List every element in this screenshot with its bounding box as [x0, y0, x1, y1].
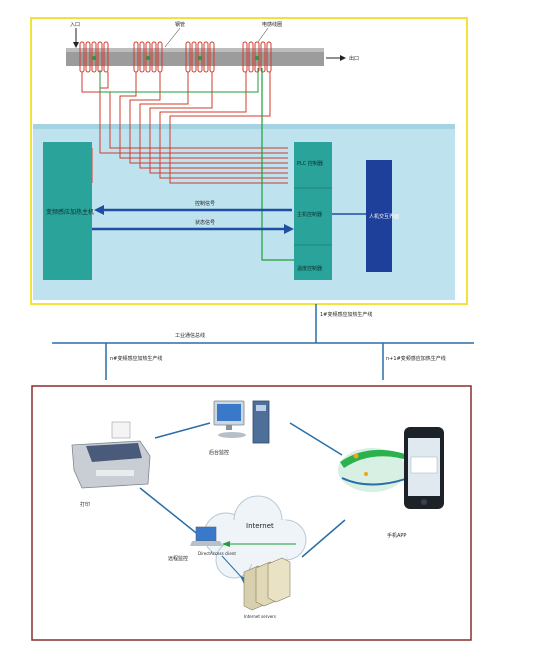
monitor-stand — [226, 425, 232, 430]
internet-servers-label: Internet servers — [244, 614, 276, 619]
coil-turn — [254, 41, 260, 73]
status-signal-arrow-head — [284, 224, 294, 234]
pipe-callout — [164, 27, 181, 48]
side-control-cabinet — [294, 142, 332, 280]
coil-turn — [203, 41, 209, 73]
coil-turn — [103, 41, 109, 73]
printer-output — [96, 470, 134, 476]
host-controller-label: 主机控制器 — [297, 211, 322, 218]
control-room-panel-shade — [33, 124, 455, 129]
direct-access-laptop — [190, 526, 223, 546]
monitor-screen — [217, 404, 241, 421]
printer-paper — [111, 421, 131, 439]
signal-dot-1 — [353, 453, 359, 459]
hmi-label: 人机交互界面 — [369, 213, 399, 220]
coil-callout — [257, 27, 269, 43]
laptop-base — [190, 541, 223, 546]
inlet-arrow-head — [73, 42, 79, 48]
backend-workstation — [213, 400, 270, 444]
steel-pipe-highlight — [66, 48, 324, 52]
backend-label: 后台监控 — [209, 449, 229, 456]
temperature-controller-label: 温度控制器 — [297, 265, 322, 272]
outlet-arrow-head — [340, 55, 346, 61]
pipe-label: 钢管 — [175, 21, 185, 28]
temperature-sensor-line — [100, 68, 259, 93]
coil-turn — [145, 41, 151, 73]
coil-feeder-lines — [81, 72, 288, 184]
coil-turn — [197, 41, 203, 73]
induction-coil-4 — [242, 41, 272, 73]
line-n-bus-tap-label: n#变频感应加热生产线 — [110, 355, 162, 362]
power-unit-cabinet — [43, 142, 92, 280]
phone-home-button — [421, 499, 427, 505]
printer-top — [86, 443, 142, 462]
control-signal-label: 控制信号 — [195, 200, 215, 207]
cloud-link-green-head — [222, 541, 230, 547]
industrial-bus-label: 工业通信总线 — [175, 332, 205, 339]
laptop-screen — [195, 526, 217, 542]
internet-servers — [243, 557, 291, 611]
network-ring — [139, 422, 346, 558]
coil-sensor-dot — [92, 56, 96, 60]
printer — [71, 421, 151, 489]
printer-label: 打印 — [80, 501, 90, 508]
coil-turn — [191, 41, 197, 73]
coil-turn — [260, 41, 266, 73]
coil-sensor-dot — [146, 56, 150, 60]
top-system-bus-tap-label: 1#变频感应加热生产线 — [320, 311, 372, 318]
mobile-app-label: 手机APP — [387, 532, 406, 539]
inlet-label: 入口 — [70, 22, 80, 28]
coil-turn — [91, 41, 97, 73]
coil-turn — [151, 41, 157, 73]
phone-screen-card — [410, 456, 438, 474]
temperature-sensor-line-down — [261, 68, 296, 261]
coil-sensor-dot — [198, 56, 202, 60]
power-unit-label: 变频感应加热主机 — [46, 208, 94, 216]
signal-arrow-green — [340, 449, 424, 468]
coil-turn — [266, 41, 272, 73]
mobile-app-graphic — [338, 427, 444, 509]
control-signal-arrow-head — [94, 205, 104, 215]
direct-access-label: DirectAccess client — [198, 551, 236, 556]
coil-sensor-dot — [255, 56, 259, 60]
coil-label: 电感线圈 — [262, 21, 282, 28]
cloud-link-blue — [221, 555, 245, 581]
coil-turn — [139, 41, 145, 73]
line-n1-bus-tap-label: n+1#变频感应加热生产线 — [386, 355, 446, 362]
plc-controller-label: PLC 控制器 — [297, 160, 323, 167]
server-tower-panel — [256, 405, 266, 411]
status-signal-label: 状态信号 — [195, 219, 215, 226]
coil-turn — [242, 41, 248, 73]
hmi-panel — [366, 160, 392, 272]
signal-dot-2 — [364, 472, 368, 476]
remote-monitoring-label: 远程监控 — [168, 555, 188, 562]
coil-turn — [85, 41, 91, 73]
coil-turn — [248, 41, 254, 73]
induction-coil-3 — [185, 41, 215, 73]
outlet-label: 出口 — [349, 55, 359, 62]
server-tower — [252, 400, 270, 444]
internet-label: Internet — [246, 522, 274, 530]
keyboard — [218, 432, 246, 438]
